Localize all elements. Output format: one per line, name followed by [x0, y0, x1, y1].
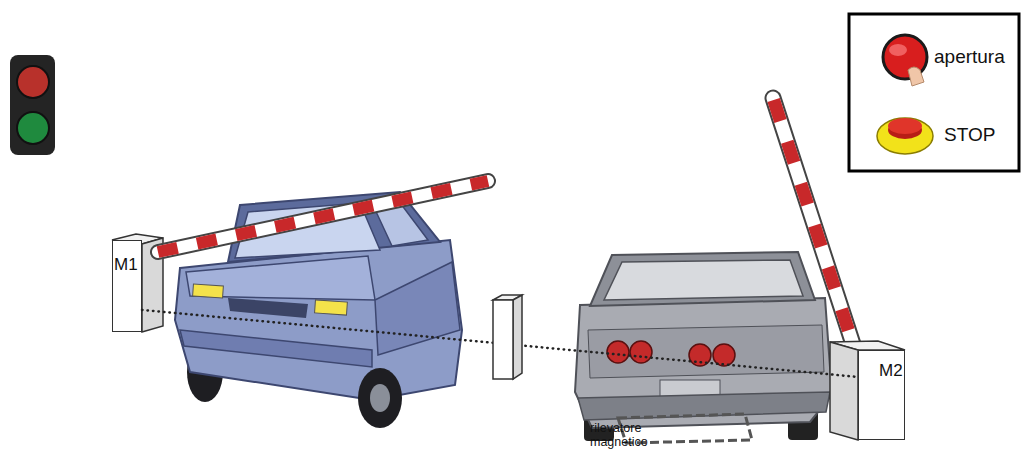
- post-m2-faces: [830, 341, 905, 440]
- arm-outline: [158, 181, 488, 252]
- barrier-arm-m1: [158, 181, 488, 252]
- red-lamp: [17, 66, 49, 98]
- car-side: [375, 262, 460, 355]
- grille: [228, 298, 308, 318]
- barrier-post: M2: [858, 350, 905, 440]
- arm-outline: [773, 98, 862, 372]
- green-lamp: [17, 112, 49, 144]
- barrier-post: M1: [112, 240, 142, 332]
- tail-light: [713, 344, 735, 366]
- post-side: [513, 295, 522, 379]
- legend-frame: [849, 14, 1019, 171]
- legend-text: STOP: [944, 124, 995, 146]
- rear-window: [604, 260, 803, 300]
- headlight: [193, 284, 224, 298]
- barrier-arm-m2: [773, 98, 862, 372]
- traffic-light: [10, 55, 55, 155]
- stop-button-ring: [877, 118, 933, 154]
- traffic-light-housing: [10, 55, 55, 155]
- headlight: [315, 300, 348, 315]
- car-front: [175, 192, 462, 428]
- hood: [186, 256, 375, 300]
- post-front: [493, 300, 513, 379]
- button-highlight: [889, 44, 907, 56]
- legend-box: [849, 14, 1019, 171]
- arm-white: [773, 98, 862, 372]
- tail-light: [607, 341, 629, 363]
- post-label: M2: [879, 362, 904, 381]
- legend-text: apertura: [934, 46, 1005, 68]
- middle-post: [493, 295, 522, 379]
- car-body: [175, 240, 462, 400]
- bumper: [180, 330, 372, 367]
- stop-button-cap: [888, 118, 922, 134]
- sensor-label: rilevatore magnetico: [590, 421, 672, 450]
- car-roof: [590, 252, 815, 306]
- finger: [908, 67, 924, 86]
- wheel: [358, 368, 402, 428]
- post-side: [830, 342, 858, 440]
- post-label: M1: [114, 256, 141, 275]
- arm-white: [158, 181, 488, 252]
- hubcap: [370, 384, 390, 412]
- tail-light: [630, 341, 652, 363]
- car-body: [575, 298, 832, 428]
- arm-stripes: [158, 181, 488, 252]
- arm-stripes: [773, 98, 862, 372]
- car-rear: [575, 252, 832, 441]
